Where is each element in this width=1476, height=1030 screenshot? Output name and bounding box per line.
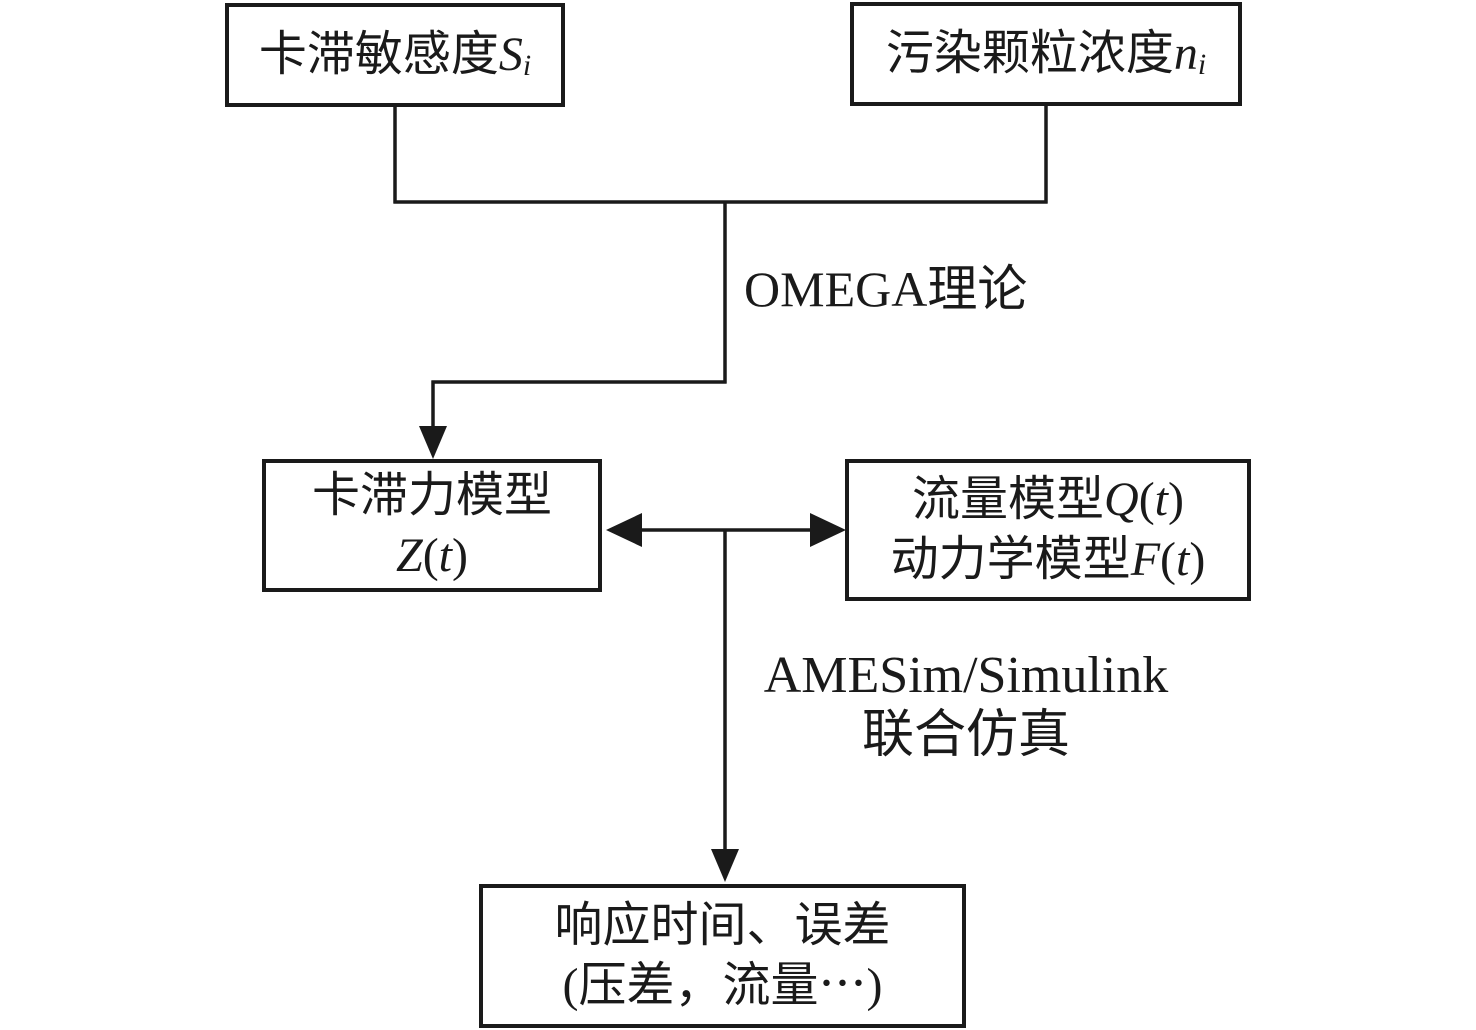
stick-force-model-formula: Z(t) (396, 526, 468, 586)
particle-concentration-symbol: n (1173, 27, 1198, 80)
output-line2: (压差，流量⋯) (562, 959, 883, 1012)
stick-sensitivity-text: 卡滞敏感度Si (259, 25, 531, 85)
box-flow-and-dynamics-model: 流量模型Q(t) 动力学模型F(t) (845, 459, 1251, 601)
arrowhead-into-stick-model (419, 426, 447, 459)
cosim-label-line2: 联合仿真 (861, 707, 1070, 764)
stick-sensitivity-symbol: S (498, 28, 523, 81)
edge-label-omega-theory: OMEGA理论 (744, 261, 1028, 317)
box-particle-concentration: 污染颗粒浓度ni (850, 2, 1242, 106)
edge-label-cosimulation: AMESim/Simulink 联合仿真 (748, 646, 1184, 766)
stick-force-model-paren-open: ( (422, 528, 439, 582)
flow-model-paren-close: ) (1168, 473, 1184, 526)
particle-concentration-text: 污染颗粒浓度ni (886, 24, 1206, 84)
flow-model-paren-open: ( (1138, 473, 1155, 526)
dynamics-model-symbol: F (1130, 533, 1161, 586)
dynamics-model-arg: t (1176, 533, 1190, 586)
stick-sensitivity-subscript: i (522, 49, 532, 83)
cosim-label-line1: AMESim/Simulink (763, 647, 1169, 704)
box-stick-sensitivity: 卡滞敏感度Si (225, 3, 565, 107)
dynamics-model-label: 动力学模型 (890, 533, 1131, 586)
particle-concentration-subscript: i (1197, 48, 1207, 82)
flow-model-symbol: Q (1104, 473, 1139, 526)
flow-model-label: 流量模型 (912, 473, 1105, 526)
dynamics-model-line2: 动力学模型F(t) (891, 530, 1206, 590)
dynamics-model-paren-open: ( (1160, 533, 1176, 586)
dynamics-model-paren-close: ) (1189, 533, 1206, 586)
flow-model-arg: t (1154, 473, 1169, 526)
box-stick-force-model: 卡滞力模型 Z(t) (262, 459, 602, 592)
stick-force-model-paren-close: ) (452, 528, 468, 582)
arrowhead-double-right (810, 513, 846, 547)
box-simulation-output: 响应时间、误差 (压差，流量⋯) (479, 884, 966, 1028)
stick-force-model-symbol: Z (395, 528, 423, 582)
stick-force-model-title: 卡滞力模型 (311, 468, 552, 522)
output-line1: 响应时间、误差 (554, 899, 891, 952)
stick-force-model-arg: t (438, 528, 453, 582)
particle-concentration-label: 污染颗粒浓度 (885, 27, 1174, 80)
arrowhead-into-output (711, 849, 739, 882)
arrowhead-double-left (606, 513, 642, 547)
flow-model-line1: 流量模型Q(t) (912, 470, 1184, 530)
stick-sensitivity-label: 卡滞敏感度 (258, 28, 499, 81)
